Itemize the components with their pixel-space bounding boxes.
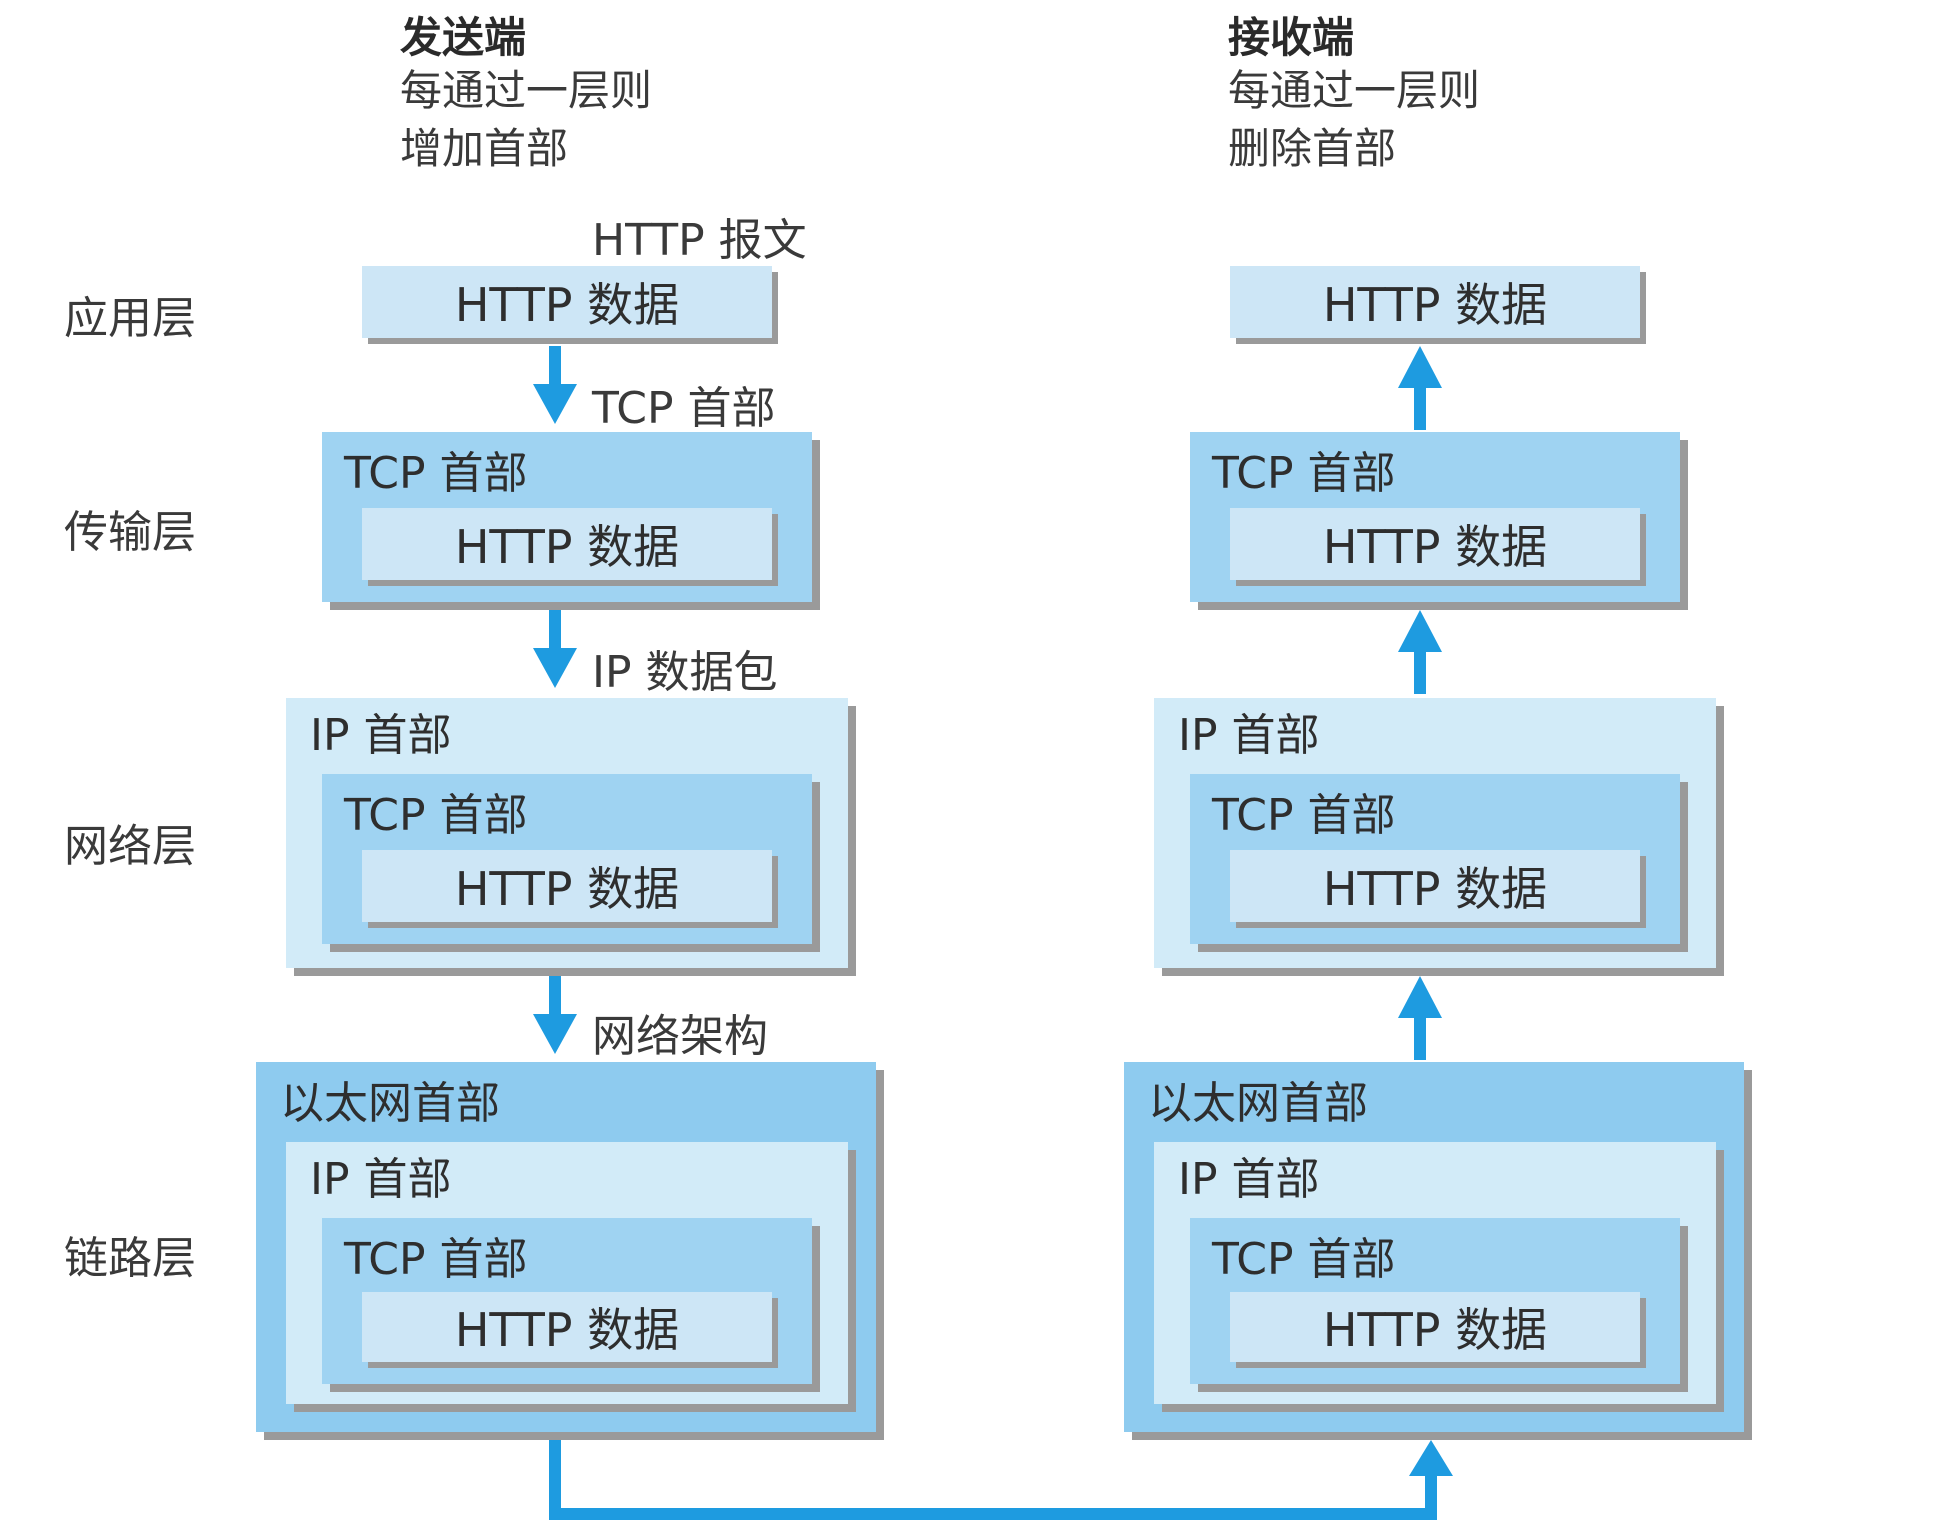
http-data-label: HTTP 数据	[454, 862, 680, 916]
down-arrow-icon	[533, 976, 577, 1054]
receiver-note-line1: 每通过一层则	[1228, 66, 1481, 115]
layer-transport: 传输层	[64, 507, 196, 558]
tcp-header-label: TCP 首部	[1212, 448, 1396, 499]
ip-header-label: IP 首部	[310, 1154, 452, 1205]
label-tcp-header: TCP 首部	[592, 383, 776, 434]
receiver-note-line2: 删除首部	[1228, 124, 1397, 173]
http-data-label: HTTP 数据	[1322, 1303, 1548, 1357]
sender-note-line1: 每通过一层则	[400, 66, 653, 115]
ethernet-header-label: 以太网首部	[280, 1078, 500, 1129]
sender-title: 发送端	[400, 13, 527, 62]
down-arrow-icon	[533, 610, 577, 688]
tcp-segment-box: TCP 首部 HTTP 数据	[1190, 774, 1680, 944]
http-data-box: HTTP 数据	[362, 508, 772, 580]
sender-link-ethernet-frame: 以太网首部 IP 首部 TCP 首部 HTTP 数据	[256, 1062, 876, 1432]
layer-application: 应用层	[64, 293, 196, 344]
receiver-title: 接收端	[1228, 13, 1355, 62]
ip-header-label: IP 首部	[1178, 710, 1320, 761]
ip-header-label: IP 首部	[1178, 1154, 1320, 1205]
ip-packet-box: IP 首部 TCP 首部 HTTP 数据	[1154, 1142, 1716, 1404]
http-data-label: HTTP 数据	[454, 278, 680, 332]
tcp-header-label: TCP 首部	[1212, 790, 1396, 841]
http-data-box: HTTP 数据	[362, 850, 772, 922]
http-data-label: HTTP 数据	[454, 520, 680, 574]
down-arrow-icon	[533, 346, 577, 424]
http-data-box: HTTP 数据	[362, 1292, 772, 1362]
receiver-link-ethernet-frame: 以太网首部 IP 首部 TCP 首部 HTTP 数据	[1124, 1062, 1744, 1432]
ip-packet-box: IP 首部 TCP 首部 HTTP 数据	[286, 1142, 848, 1404]
up-arrow-icon	[1398, 976, 1442, 1060]
sender-app-http-data: HTTP 数据	[362, 266, 772, 338]
up-arrow-icon	[1398, 346, 1442, 430]
ip-header-label: IP 首部	[310, 710, 452, 761]
label-network-architecture: 网络架构	[592, 1011, 768, 1062]
tcp-header-label: TCP 首部	[344, 790, 528, 841]
receiver-network-ip-packet: IP 首部 TCP 首部 HTTP 数据	[1154, 698, 1716, 968]
label-ip-packet: IP 数据包	[592, 647, 778, 698]
tcp-header-label: TCP 首部	[1212, 1234, 1396, 1285]
receiver-app-http-data: HTTP 数据	[1230, 266, 1640, 338]
tcp-header-label: TCP 首部	[344, 448, 528, 499]
tcp-segment-box: TCP 首部 HTTP 数据	[322, 1218, 812, 1384]
tcp-header-label: TCP 首部	[344, 1234, 528, 1285]
http-data-box: HTTP 数据	[1230, 1292, 1640, 1362]
layer-link: 链路层	[64, 1233, 196, 1284]
sender-transport-tcp-segment: TCP 首部 HTTP 数据	[322, 432, 812, 602]
http-data-box: HTTP 数据	[1230, 850, 1640, 922]
ethernet-header-label: 以太网首部	[1148, 1078, 1368, 1129]
label-http-message: HTTP 报文	[592, 215, 807, 266]
layer-network: 网络层	[64, 821, 196, 872]
http-data-label: HTTP 数据	[1322, 862, 1548, 916]
http-data-label: HTTP 数据	[1322, 278, 1548, 332]
tcp-segment-box: TCP 首部 HTTP 数据	[1190, 1218, 1680, 1384]
sender-note-line2: 增加首部	[400, 124, 569, 173]
tcp-segment-box: TCP 首部 HTTP 数据	[322, 774, 812, 944]
receiver-transport-tcp-segment: TCP 首部 HTTP 数据	[1190, 432, 1680, 602]
http-data-label: HTTP 数据	[454, 1303, 680, 1357]
link-connection-arrow-icon	[549, 1440, 1453, 1520]
sender-network-ip-packet: IP 首部 TCP 首部 HTTP 数据	[286, 698, 848, 968]
up-arrow-icon	[1398, 610, 1442, 694]
http-data-box: HTTP 数据	[1230, 508, 1640, 580]
http-data-label: HTTP 数据	[1322, 520, 1548, 574]
